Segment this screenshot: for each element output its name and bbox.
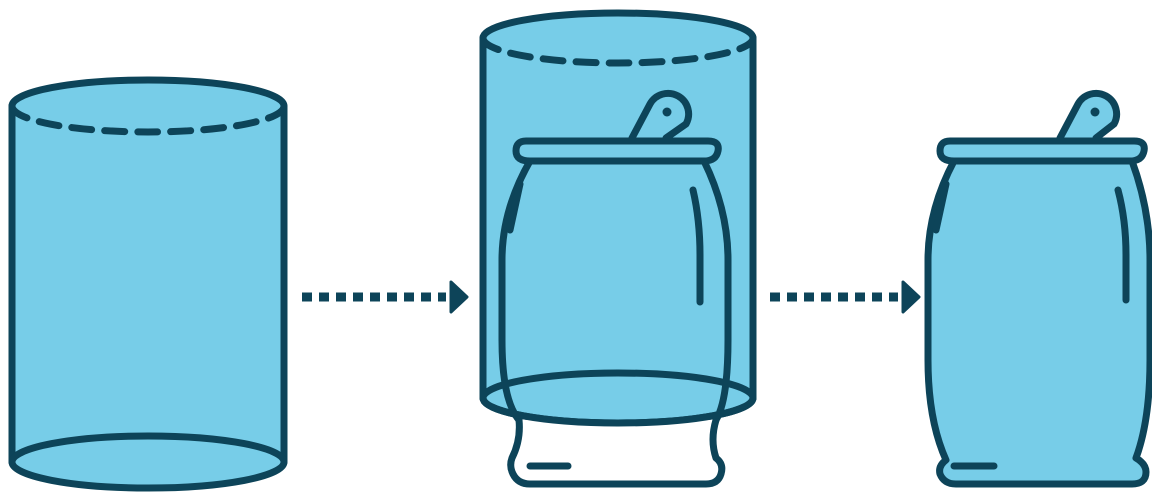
pull-tab-icon xyxy=(1060,93,1117,138)
can-body xyxy=(928,161,1150,484)
arrow-head xyxy=(451,282,467,312)
arrow-head xyxy=(903,282,919,312)
sleeve-body xyxy=(483,13,753,423)
dotted-arrow-right-icon xyxy=(770,282,919,312)
dotted-arrow-right-icon xyxy=(302,282,467,312)
pull-tab-hole xyxy=(1091,108,1100,117)
shrink-sleeve-tube-icon xyxy=(12,80,284,488)
shrink-wrapped-can-icon xyxy=(928,93,1150,484)
pull-tab-hole xyxy=(663,108,672,117)
sleeve-over-can-icon xyxy=(483,13,753,484)
sleeve-body xyxy=(12,80,284,488)
can-base xyxy=(511,420,722,484)
